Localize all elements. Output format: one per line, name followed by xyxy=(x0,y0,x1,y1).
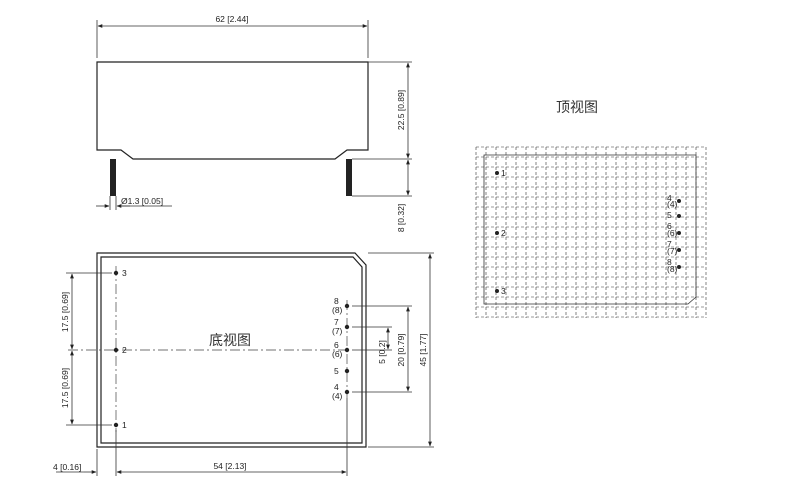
pin-diameter-label: Ø1.3 [0.05] xyxy=(121,196,163,206)
pin-left-side xyxy=(110,159,116,196)
relay-outline-inner xyxy=(100,256,363,444)
top-view: 顶视图 1 2 3 4 (4) 5 6 (6) 7 (7) 8 (8) xyxy=(475,100,707,318)
pin-label: 5 xyxy=(667,210,672,220)
left-upper-dimension-label: 17.5 [0.69] xyxy=(60,292,70,332)
pin-label: 5 xyxy=(334,366,339,376)
pin-label: 6 xyxy=(667,221,672,231)
relay-body-side xyxy=(96,61,369,160)
pin-right-side xyxy=(346,159,352,196)
height-dimension-label: 22.5 [0.89] xyxy=(396,90,406,130)
pin-label: 4 xyxy=(667,193,672,203)
pin-dot xyxy=(495,231,499,235)
pin-label: 4 xyxy=(334,382,339,392)
pin-label: (4) xyxy=(332,391,343,401)
pin-dot xyxy=(344,368,350,374)
pin-label: 8 xyxy=(667,257,672,267)
pin-span-dimension-label: 54 [2.13] xyxy=(213,461,246,471)
pin-dot xyxy=(677,248,681,252)
pitch-dimension-label: 5 [0.2] xyxy=(377,340,387,364)
pin-dot xyxy=(344,347,350,353)
pin-label: 3 xyxy=(501,286,506,296)
pin-label: (8) xyxy=(332,305,343,315)
bottom-view-title: 底视图 xyxy=(209,333,251,349)
pin-label: (6) xyxy=(667,228,678,238)
side-view: 62 [2.44] 22.5 [0.89] 8 [0.32] Ø1.3 [0.0… xyxy=(96,14,412,232)
pin-label: 8 xyxy=(334,296,339,306)
relay-outline-top xyxy=(483,154,697,305)
pin-label: 7 xyxy=(334,317,339,327)
pin-label: 2 xyxy=(122,345,127,355)
pin-label: 6 xyxy=(334,340,339,350)
pin-label: 1 xyxy=(122,420,127,430)
pin-length-dimension-label: 8 [0.32] xyxy=(396,204,406,232)
bottom-view: 底视图 3 2 1 8 (8) 7 (7) 6 (6) 5 4 (4) 17.5… xyxy=(53,252,434,476)
pin-label: (7) xyxy=(332,326,343,336)
top-view-grid xyxy=(475,146,707,318)
edge-dimension-label: 4 [0.16] xyxy=(53,462,81,472)
pin-label: 2 xyxy=(501,228,506,238)
pin-dot xyxy=(113,347,119,353)
pin-dot xyxy=(113,422,119,428)
width-dimension-label: 62 [2.44] xyxy=(215,14,248,24)
pin-label: 1 xyxy=(501,168,506,178)
pin-dot xyxy=(344,303,350,309)
overall-height-dimension-label: 45 [1.77] xyxy=(418,333,428,366)
left-lower-dimension-label: 17.5 [0.69] xyxy=(60,368,70,408)
pin-label: (8) xyxy=(667,264,678,274)
right-span-dimension-label: 20 [0.79] xyxy=(396,333,406,366)
pin-dot xyxy=(113,270,119,276)
pin-label: (6) xyxy=(332,349,343,359)
pin-dot xyxy=(677,214,681,218)
relay-outline-bottom xyxy=(96,252,367,448)
pin-dot xyxy=(677,199,681,203)
pin-dot xyxy=(495,289,499,293)
pin-label: 7 xyxy=(667,239,672,249)
pin-dot xyxy=(677,231,681,235)
top-view-title: 顶视图 xyxy=(556,100,598,116)
pin-dot xyxy=(495,171,499,175)
pin-label: (4) xyxy=(667,199,678,209)
pin-dot xyxy=(344,389,350,395)
pin-dot xyxy=(344,324,350,330)
pin-label: 3 xyxy=(122,268,127,278)
pin-dot xyxy=(677,265,681,269)
pin-label: (7) xyxy=(667,246,678,256)
